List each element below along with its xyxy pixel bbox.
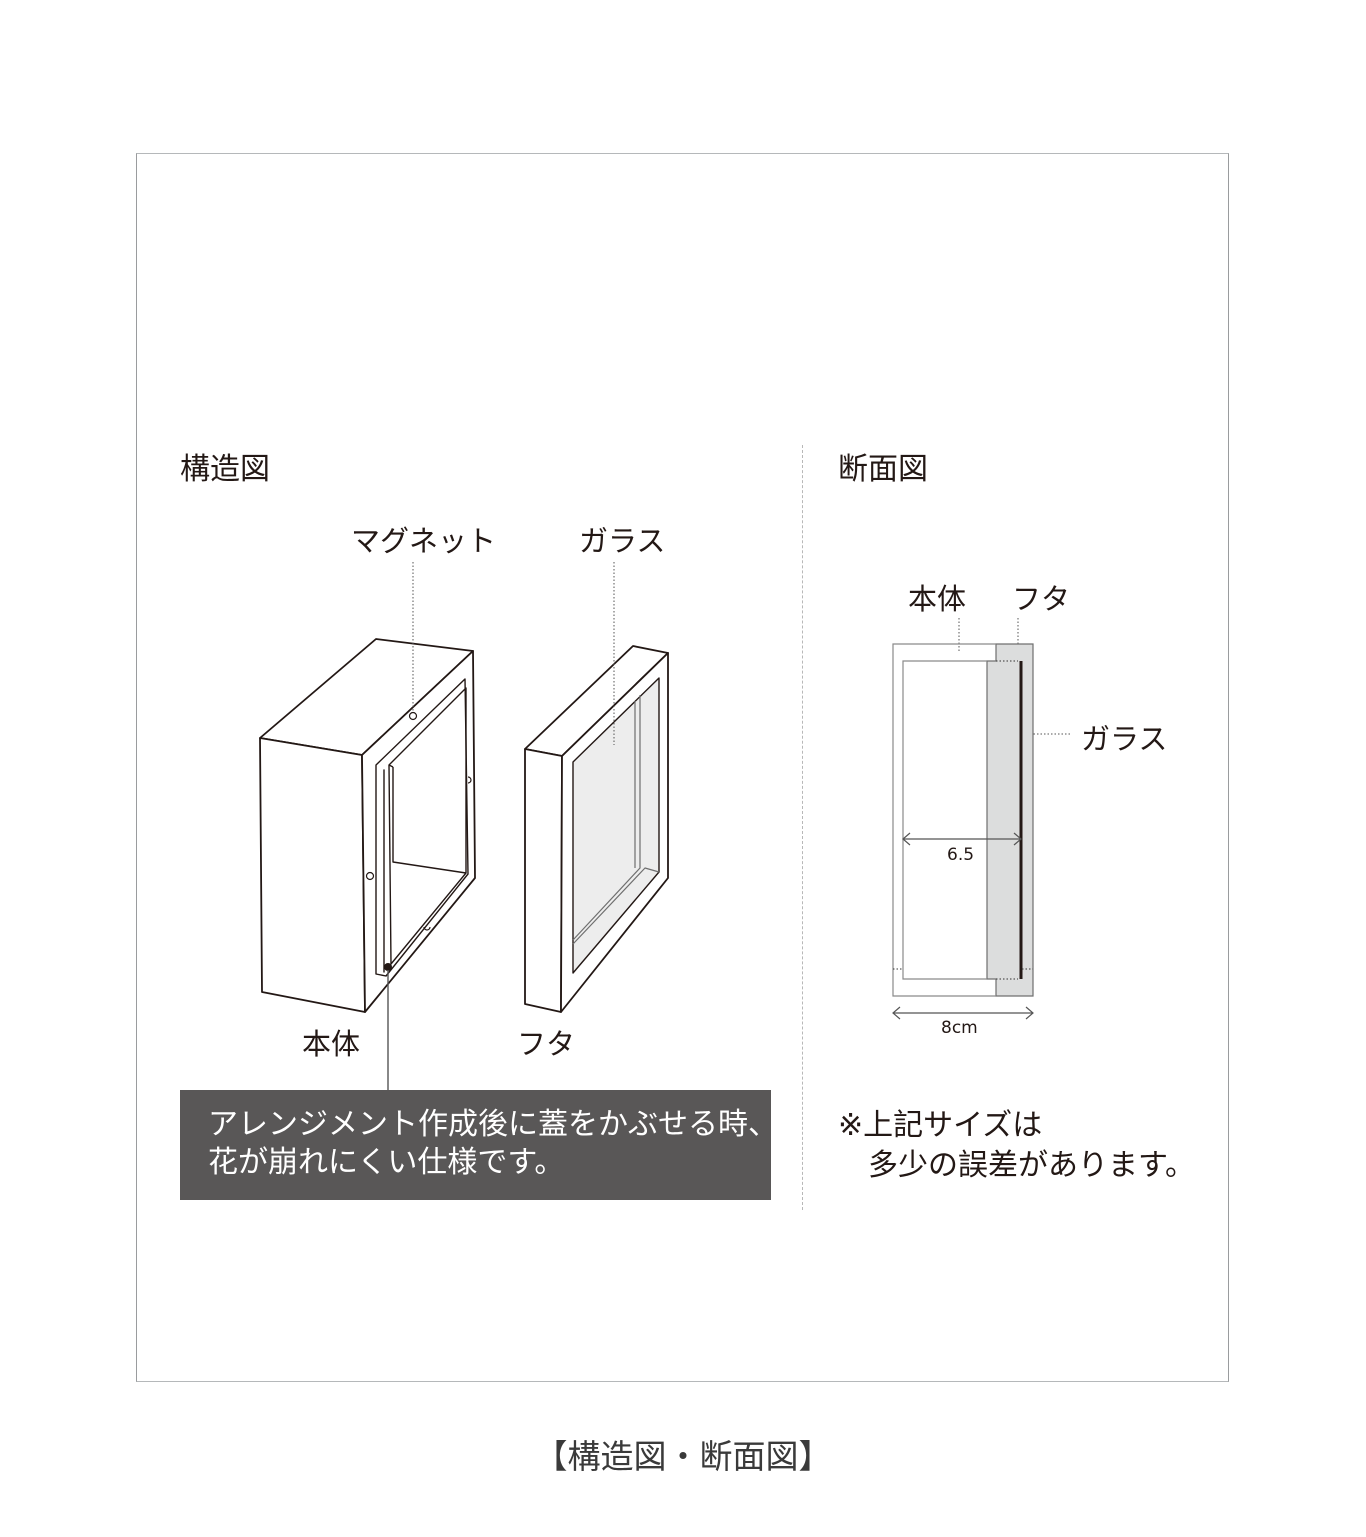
size-disclaimer: ※上記サイズは 多少の誤差があります。 [838,1106,1195,1186]
cross-section-title: 断面図 [838,452,928,487]
cross-section-drawing [892,643,1034,1020]
inner-depth-dimension: 6.5 [947,845,975,865]
cross-lid-label: フタ [1012,582,1071,616]
disclaimer-line-2: 多少の誤差があります。 [838,1148,1195,1183]
cross-body-label: 本体 [908,582,967,616]
lid-frame-drawing [524,645,669,1013]
magnet-label: マグネット [351,524,497,558]
disclaimer-line-1: ※上記サイズは [838,1108,1043,1143]
body-label: 本体 [302,1027,361,1061]
structure-diagram-title: 構造図 [180,452,270,487]
glass-label: ガラス [579,524,666,558]
cross-glass-label: ガラス [1081,722,1168,756]
section-divider [802,445,803,1210]
note-line-1: アレンジメント作成後に蓋をかぶせる時、 [208,1107,778,1142]
lid-label: フタ [517,1027,576,1061]
body-box-drawing [259,638,476,1013]
outer-depth-dimension: 8cm [941,1018,978,1038]
note-line-2: 花が崩れにくい仕様です。 [208,1145,565,1180]
feature-note-box: アレンジメント作成後に蓋をかぶせる時、 花が崩れにくい仕様です。 [180,1090,778,1200]
figure-caption: 【構造図・断面図】 [534,1437,832,1476]
